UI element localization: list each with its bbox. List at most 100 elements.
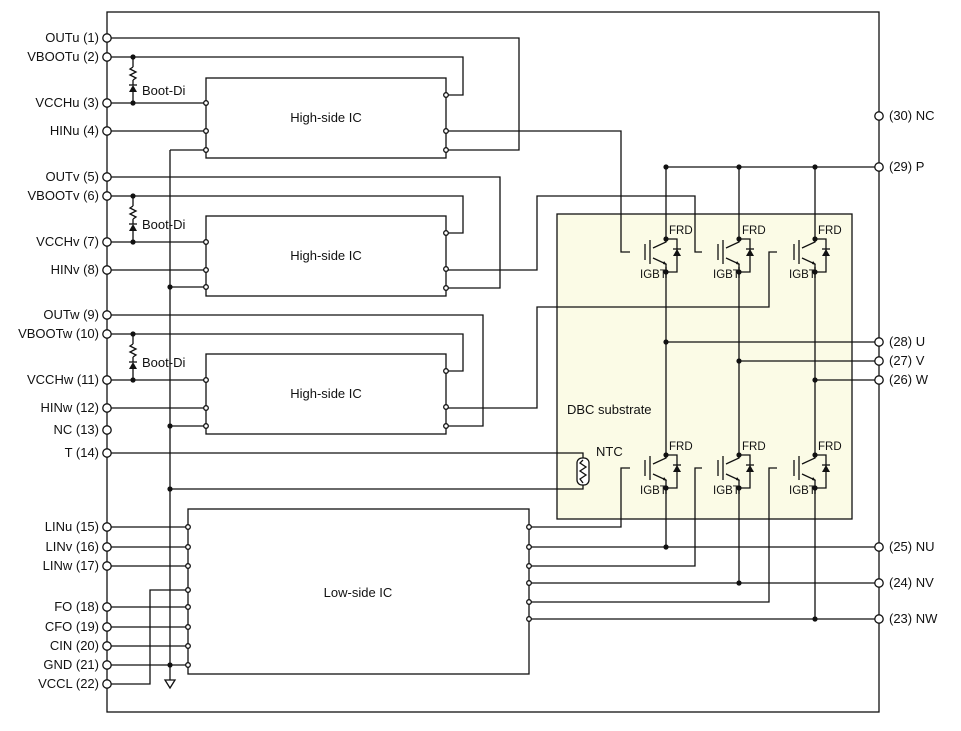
ic-pin	[443, 92, 449, 98]
left-pin	[102, 126, 112, 136]
wire	[107, 333, 464, 372]
ic-pin	[526, 616, 532, 622]
left-pin-label: HINv (8)	[51, 262, 99, 277]
wire	[446, 195, 702, 271]
ic-pin	[185, 563, 191, 569]
ic-pin	[443, 423, 449, 429]
boot-diode	[129, 362, 137, 369]
junction-dot	[812, 616, 818, 622]
left-pin	[102, 660, 112, 670]
junction-dot	[130, 377, 136, 383]
right-pin-label: (29) P	[889, 159, 924, 174]
junction-dot	[812, 452, 818, 458]
right-pin	[874, 578, 884, 588]
ic-pin	[203, 147, 209, 153]
high-side-ic-w-label: High-side IC	[290, 386, 362, 401]
ic-pin	[526, 580, 532, 586]
high-side-ic-w	[205, 353, 447, 435]
ic-pin	[203, 423, 209, 429]
left-pin-label: VCCHu (3)	[35, 95, 99, 110]
ic-pin	[443, 404, 449, 410]
right-pin-label: (26) W	[889, 372, 929, 387]
right-pin-label: (30) NC	[889, 108, 935, 123]
igbt-label: IGBT	[789, 269, 816, 281]
left-pin	[102, 448, 112, 458]
frd-diode	[822, 249, 830, 256]
right-pin	[874, 356, 884, 366]
left-pin-label: HINu (4)	[50, 123, 99, 138]
ground-symbol	[163, 679, 177, 690]
left-pin	[102, 522, 112, 532]
junction-dot	[736, 164, 742, 170]
igbt-arrow	[663, 477, 667, 481]
left-pin-label: LINv (16)	[46, 539, 99, 554]
ntc-zigzag	[578, 459, 588, 484]
left-pin-label: CIN (20)	[50, 638, 99, 653]
boot-di-w-label: Boot-Di	[142, 355, 185, 370]
ic-pin	[185, 587, 191, 593]
ic-pin	[443, 230, 449, 236]
junction-dot	[663, 339, 669, 345]
ic-pin	[203, 100, 209, 106]
junction-dot	[663, 164, 669, 170]
frd-label: FRD	[669, 441, 693, 453]
junction-dot	[663, 452, 669, 458]
right-pin-label: (23) NW	[889, 611, 938, 626]
wire	[107, 589, 188, 685]
left-pin	[102, 542, 112, 552]
low-side-ic-label: Low-side IC	[324, 585, 393, 600]
igbt-frd-cell: IGBT FRD	[789, 225, 842, 281]
frd-label: FRD	[818, 225, 842, 237]
right-pin	[874, 375, 884, 385]
ic-pin	[443, 285, 449, 291]
junction-dot	[663, 269, 669, 275]
ic-pin	[526, 524, 532, 530]
ic-pin	[443, 147, 449, 153]
right-pin-label: (28) U	[889, 334, 925, 349]
ic-pin	[526, 599, 532, 605]
frd-label: FRD	[818, 441, 842, 453]
ic-pin	[526, 563, 532, 569]
junction-dot	[736, 358, 742, 364]
igbt-label: IGBT	[640, 485, 667, 497]
ic-pin	[185, 524, 191, 530]
frd-diode	[673, 249, 681, 256]
wire	[446, 251, 777, 409]
left-pin-label: OUTv (5)	[46, 169, 99, 184]
igbt-arrow	[812, 477, 816, 481]
wire	[107, 314, 484, 427]
boot-diode	[129, 224, 137, 231]
junction-dot	[167, 662, 173, 668]
left-pin	[102, 98, 112, 108]
boot-diode	[129, 85, 137, 92]
igbt-label: IGBT	[640, 269, 667, 281]
frd-diode	[673, 465, 681, 472]
right-pin	[874, 542, 884, 552]
junction-dot	[812, 236, 818, 242]
high-side-ic-u-label: High-side IC	[290, 110, 362, 125]
igbt-frd-cell: IGBT FRD	[640, 441, 693, 497]
wire	[107, 176, 501, 289]
left-pin-label: NC (13)	[53, 422, 99, 437]
high-side-ic-u	[205, 77, 447, 159]
left-pin	[102, 172, 112, 182]
wire	[529, 467, 777, 603]
left-pin-label: FO (18)	[54, 599, 99, 614]
right-pin	[874, 111, 884, 121]
left-pin	[102, 403, 112, 413]
low-side-ic	[187, 508, 530, 675]
boot-resistor	[128, 205, 138, 220]
left-pin-label: VCCL (22)	[38, 676, 99, 691]
ntc-thermistor	[576, 457, 590, 486]
left-pin	[102, 310, 112, 320]
frd-label: FRD	[669, 225, 693, 237]
junction-dot	[812, 164, 818, 170]
frd-label: FRD	[742, 441, 766, 453]
left-pin-label: VBOOTu (2)	[27, 49, 99, 64]
dbc-substrate	[556, 213, 853, 520]
igbt-arrow	[736, 261, 740, 265]
power-devices: IGBTFRDIGBTFRDIGBTFRDIGBTFRDIGBTFRDIGBTF…	[185, 92, 842, 668]
